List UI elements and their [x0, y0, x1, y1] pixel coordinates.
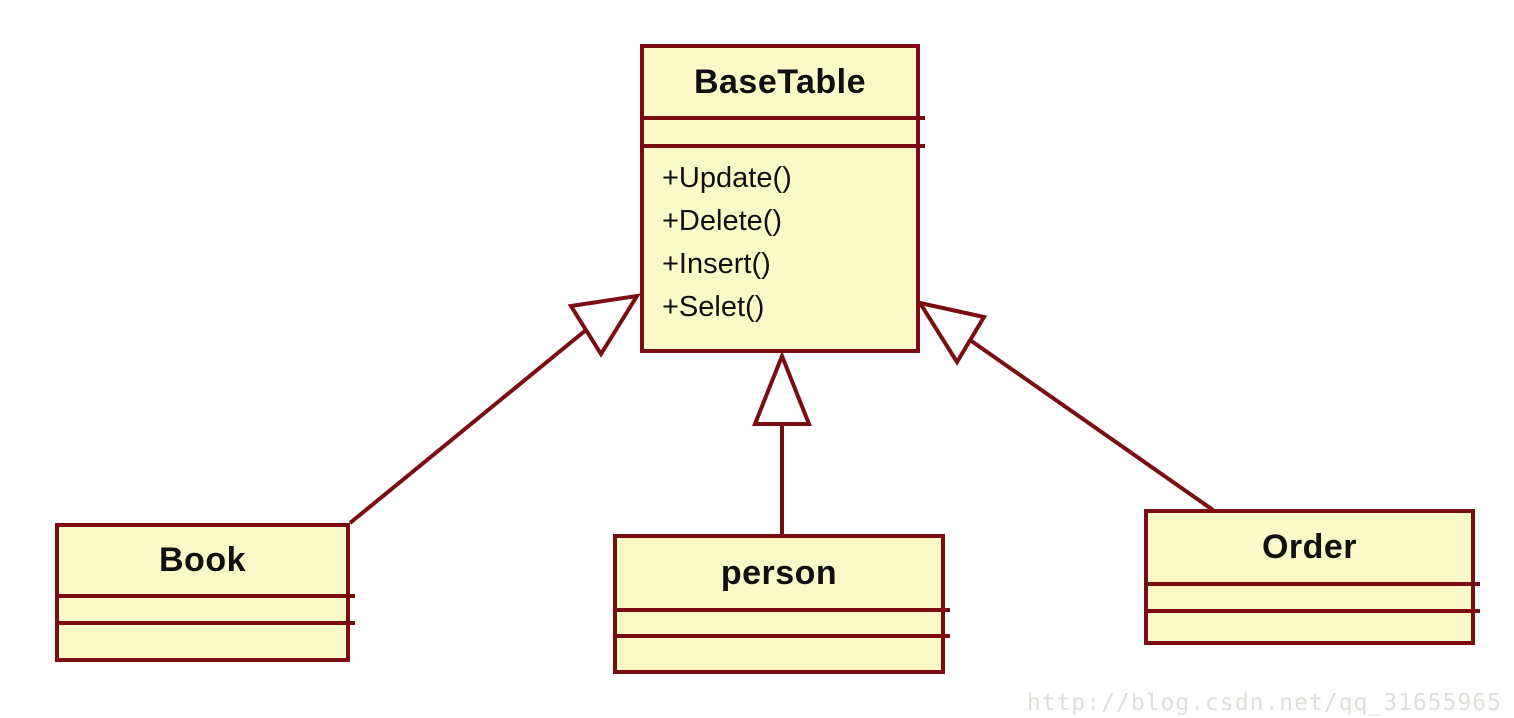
generalization-line-order-basetable	[968, 338, 1215, 512]
watermark-url: http://blog.csdn.net/qq_31655965	[1026, 690, 1502, 716]
class-attributes-basetable	[644, 116, 925, 148]
generalization-line-book-basetable	[348, 328, 588, 525]
generalization-arrowhead-book-basetable	[567, 293, 641, 358]
class-attributes-person	[617, 608, 950, 638]
class-box-basetable: BaseTable +Update() +Delete() +Insert() …	[640, 44, 925, 353]
class-name-book: Book	[159, 541, 246, 579]
class-methods-book	[59, 625, 346, 658]
generalization-arrowhead-person-basetable	[752, 350, 812, 426]
class-name-basetable: BaseTable	[693, 62, 867, 101]
class-methods-basetable: +Update() +Delete() +Insert() +Selet()	[644, 148, 916, 349]
class-attributes-order	[1148, 582, 1480, 613]
class-attributes-book	[59, 594, 355, 625]
method-insert: +Insert()	[662, 248, 771, 280]
class-name-person: person	[720, 553, 838, 592]
method-update: +Update()	[662, 162, 792, 194]
class-box-person: person	[613, 534, 950, 674]
class-methods-person	[617, 638, 941, 670]
generalization-arrowhead-order-basetable	[915, 300, 988, 366]
class-box-book: Book	[55, 523, 355, 662]
method-delete: +Delete()	[662, 205, 783, 237]
class-box-order: Order	[1144, 509, 1480, 645]
method-selet: +Selet()	[662, 291, 765, 323]
class-name-order: Order	[1261, 528, 1358, 566]
class-methods-order	[1148, 613, 1471, 641]
